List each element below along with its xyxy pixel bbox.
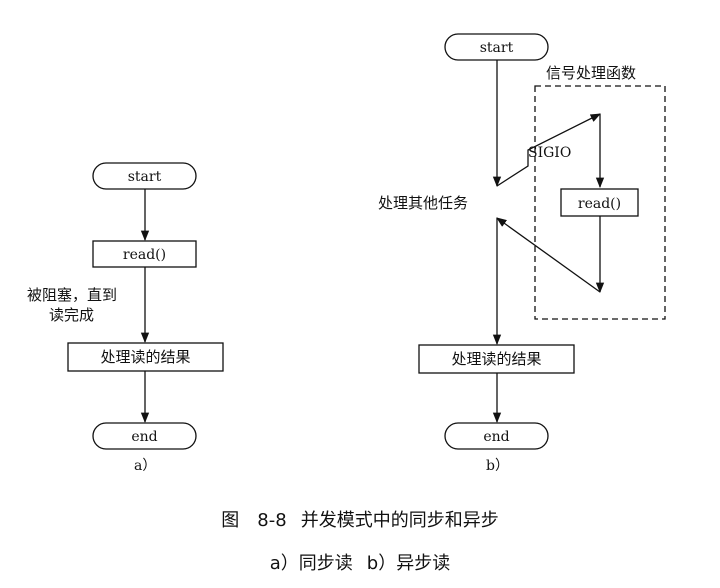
diagram-a: start read() 被阻塞，直到 读完成 处理读的结果 end a） — [27, 162, 224, 474]
a-start-label: start — [128, 169, 162, 185]
b-other-tasks-label: 处理其他任务 — [378, 194, 468, 212]
b-read-box — [560, 188, 639, 217]
b-signal-label: SIGIO — [528, 145, 571, 161]
figure-title: 并发模式中的同步和异步 — [300, 510, 499, 531]
b-process-box — [418, 344, 575, 374]
figure-caption: 图 8-8 并发模式中的同步和异步 — [0, 506, 720, 532]
b-start-label: start — [480, 40, 514, 56]
b-end-terminal — [444, 422, 549, 450]
subcaption-b: b）异步读 — [366, 553, 451, 574]
a-process-label: 处理读的结果 — [100, 348, 190, 366]
a-end-label: end — [131, 429, 157, 445]
subcaption-a: a）同步读 — [269, 553, 353, 574]
b-read-label: read() — [578, 196, 621, 212]
figure-subcaption: a）同步读 b）异步读 — [0, 549, 720, 575]
b-handler-title: 信号处理函数 — [546, 64, 636, 82]
b-arrow-return — [496, 217, 601, 293]
b-end-label: end — [483, 429, 509, 445]
b-sub-label: b） — [486, 458, 509, 474]
a-blocked-line2: 读完成 — [49, 306, 94, 324]
b-handler-region — [534, 85, 666, 320]
b-process-label: 处理读的结果 — [451, 350, 541, 368]
figure-word: 图 — [221, 510, 240, 531]
a-sub-label: a） — [134, 458, 156, 474]
a-read-label: read() — [123, 247, 166, 263]
a-blocked-line1: 被阻塞，直到 — [27, 286, 117, 304]
figure-number: 8-8 — [257, 510, 287, 531]
diagram-b: start 信号处理函数 SIGIO read() 处理其他任务 处理读的结果 … — [378, 33, 666, 474]
a-end-terminal — [92, 422, 197, 450]
a-read-box — [92, 240, 197, 268]
b-signal-path — [496, 113, 601, 187]
